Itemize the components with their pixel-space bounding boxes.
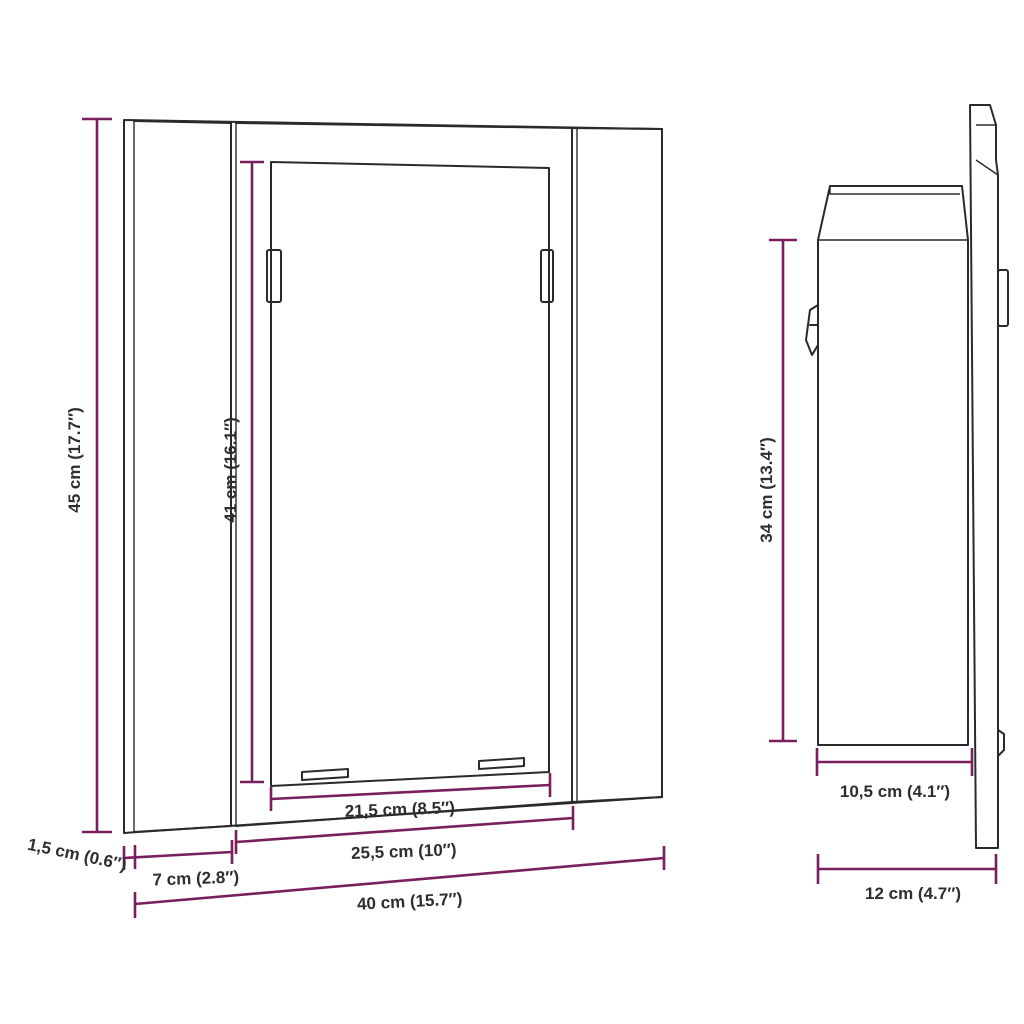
side-latch-icon	[805, 304, 819, 356]
box-depth-label: 10,5 cm (4.1″)	[840, 782, 950, 801]
total-width-label: 40 cm (15.7″)	[357, 889, 463, 913]
side-hinge-icon	[997, 269, 1009, 327]
bottom-clip-left-icon	[301, 768, 349, 781]
hinge-left-icon	[266, 249, 282, 303]
frame-outline	[123, 119, 663, 834]
left-side-panel	[133, 120, 232, 833]
total-depth-label: 12 cm (4.7″)	[865, 884, 961, 903]
side-view-cabinet	[805, 104, 1009, 849]
side-panel-label: 7 cm (2.8″)	[152, 867, 239, 889]
right-side-panel	[571, 127, 663, 803]
side-dimensions	[769, 238, 998, 884]
side-knob-icon	[997, 729, 1005, 757]
hinge-right-icon	[540, 249, 554, 303]
door-panel	[270, 161, 550, 787]
door-width-label: 21,5 cm (8.5″)	[344, 798, 455, 821]
inner-width-label: 25,5 cm (10″)	[351, 840, 457, 863]
front-dimensions	[82, 117, 666, 918]
side-frame	[969, 104, 999, 849]
side-height-label: 34 cm (13.4″)	[757, 437, 776, 542]
side-box	[817, 185, 969, 746]
front-height-label: 45 cm (17.7″)	[65, 407, 84, 512]
bottom-clip-right-icon	[478, 757, 525, 770]
door-frame	[235, 122, 573, 827]
door-height-label: 41 cm (16.1″)	[221, 417, 240, 522]
front-view-cabinet	[123, 119, 663, 834]
frame-thickness-label: 1,5 cm (0.6″)	[26, 835, 128, 875]
